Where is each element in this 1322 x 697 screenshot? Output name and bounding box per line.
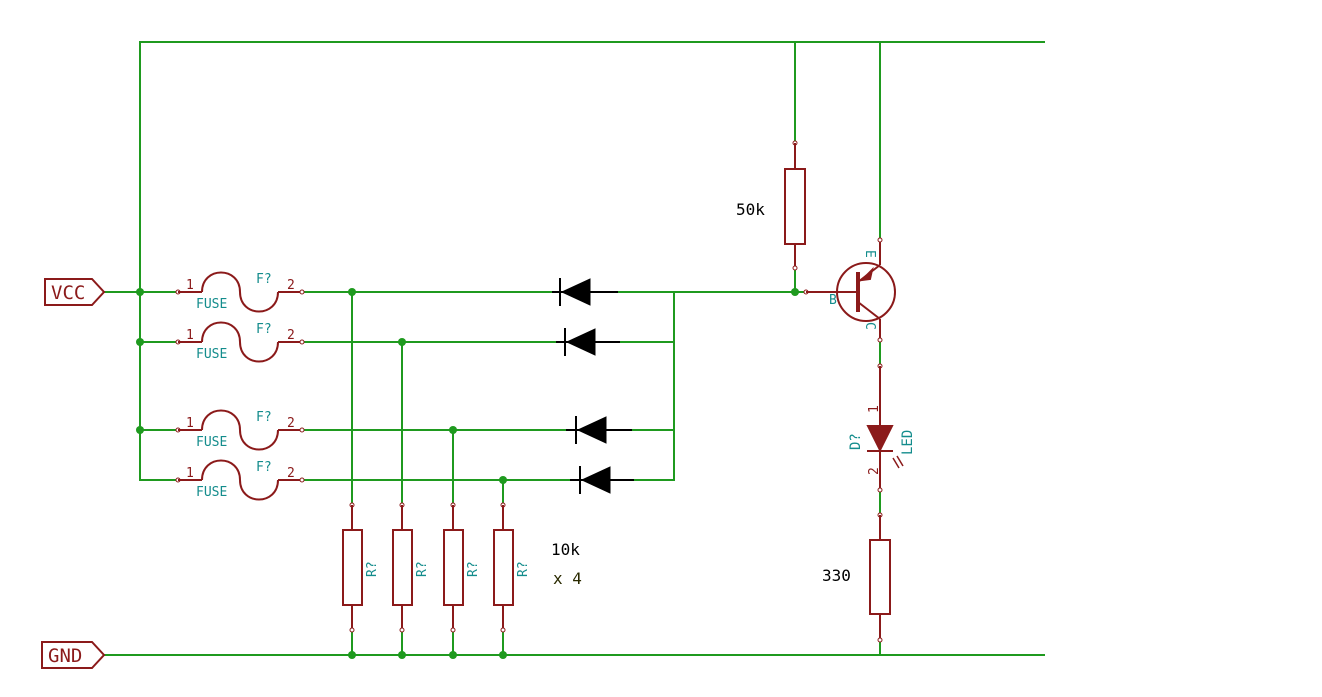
pin-end	[450, 627, 456, 633]
pin-end	[877, 487, 883, 493]
transistor-collector-leg	[857, 301, 881, 320]
pin-end	[299, 477, 305, 483]
pin-end	[877, 637, 883, 643]
pin-end	[792, 265, 798, 271]
led-ref-label: D?	[848, 433, 864, 450]
pin-end	[399, 627, 405, 633]
vcc-port-shape	[44, 278, 106, 306]
transistor-emitter-arrow	[859, 266, 874, 282]
fuse-3: 1 2 F? FUSE	[175, 409, 305, 451]
resistor-body	[784, 168, 806, 245]
pulldown-value-label: 10k	[551, 540, 580, 559]
fuse-value-label: FUSE	[196, 297, 227, 312]
junction	[499, 651, 507, 659]
fuse-body	[201, 321, 279, 363]
resistor-pulldown-4: R?	[493, 502, 531, 633]
junction	[499, 476, 507, 484]
pin-end	[877, 237, 883, 243]
resistor-pulldown-2: R?	[392, 502, 430, 633]
bias-resistor-value-label: 50k	[736, 200, 765, 219]
fuse-value-label: FUSE	[196, 435, 227, 450]
junction	[449, 651, 457, 659]
transistor-pnp: B E C	[803, 237, 896, 343]
transistor-collector-pin-label: C	[862, 322, 877, 330]
fuse-pin2-label: 2	[287, 466, 295, 481]
resistor-body	[342, 529, 363, 606]
fuse-value-label: FUSE	[196, 485, 227, 500]
fuse-pin1-label: 1	[186, 416, 194, 431]
junction	[136, 338, 144, 346]
fuse-pin1-label: 1	[186, 466, 194, 481]
fuse-4: 1 2 F? FUSE	[175, 459, 305, 501]
pin-end	[299, 339, 305, 345]
fuse-pin2-label: 2	[287, 328, 295, 343]
resistor-pulldown-3: R?	[443, 502, 481, 633]
pulldown-count-label: x 4	[553, 569, 582, 588]
resistor-ref-label: R?	[415, 561, 430, 577]
vcc-port: VCC	[44, 278, 106, 306]
fuse-ref-label: F?	[256, 272, 272, 287]
fuse-pin1-label: 1	[186, 278, 194, 293]
led-emission-arrows	[892, 455, 904, 469]
fuse-pin2-label: 2	[287, 278, 295, 293]
pin-end	[299, 289, 305, 295]
junctions	[136, 288, 799, 659]
resistor-ref-label: R?	[466, 561, 481, 577]
fuse-value-label: FUSE	[196, 347, 227, 362]
pin-end	[349, 627, 355, 633]
vcc-port-label: VCC	[51, 282, 85, 304]
led-value-label: LED	[900, 430, 916, 455]
resistor-body	[493, 529, 514, 606]
resistor-body	[392, 529, 413, 606]
fuse-pin2-label: 2	[287, 416, 295, 431]
junction	[398, 651, 406, 659]
fuse-body	[201, 459, 279, 501]
fuse-ref-label: F?	[256, 460, 272, 475]
diode-2	[556, 328, 620, 356]
diode-3	[566, 416, 632, 444]
fuse-1: 1 2 F? FUSE	[175, 271, 305, 313]
led-resistor-value-label: 330	[822, 566, 851, 585]
junction	[398, 338, 406, 346]
junction	[348, 288, 356, 296]
junction	[136, 288, 144, 296]
led: 1 2 D? LED	[848, 363, 916, 493]
led-pin1-label: 1	[867, 405, 882, 413]
gnd-port: GND	[41, 641, 106, 669]
junction	[449, 426, 457, 434]
diode-1	[552, 278, 618, 306]
diode-4	[570, 466, 634, 494]
pin-end	[500, 627, 506, 633]
fuse-body	[201, 271, 279, 313]
resistor-body	[443, 529, 464, 606]
transistor-emitter-pin-label: E	[862, 250, 877, 258]
fuse-2: 1 2 F? FUSE	[175, 321, 305, 363]
resistor-body	[869, 539, 891, 615]
resistor-led: 330	[822, 512, 891, 643]
pin-end	[877, 337, 883, 343]
fuse-body	[201, 409, 279, 451]
resistor-bias: 50k	[736, 140, 806, 271]
gnd-port-shape	[41, 641, 106, 669]
pin-end	[299, 427, 305, 433]
led-pin2-label: 2	[867, 467, 882, 475]
led-triangle	[866, 425, 894, 453]
transistor-base-pin-label: B	[829, 293, 837, 308]
fuse-pin1-label: 1	[186, 328, 194, 343]
resistor-ref-label: R?	[516, 561, 531, 577]
junction	[136, 426, 144, 434]
junction	[348, 651, 356, 659]
fuse-ref-label: F?	[256, 410, 272, 425]
resistor-pulldown-1: R?	[342, 502, 380, 633]
gnd-port-label: GND	[48, 645, 82, 667]
fuse-ref-label: F?	[256, 322, 272, 337]
junction	[791, 288, 799, 296]
wires	[103, 41, 1045, 656]
resistor-ref-label: R?	[365, 561, 380, 577]
